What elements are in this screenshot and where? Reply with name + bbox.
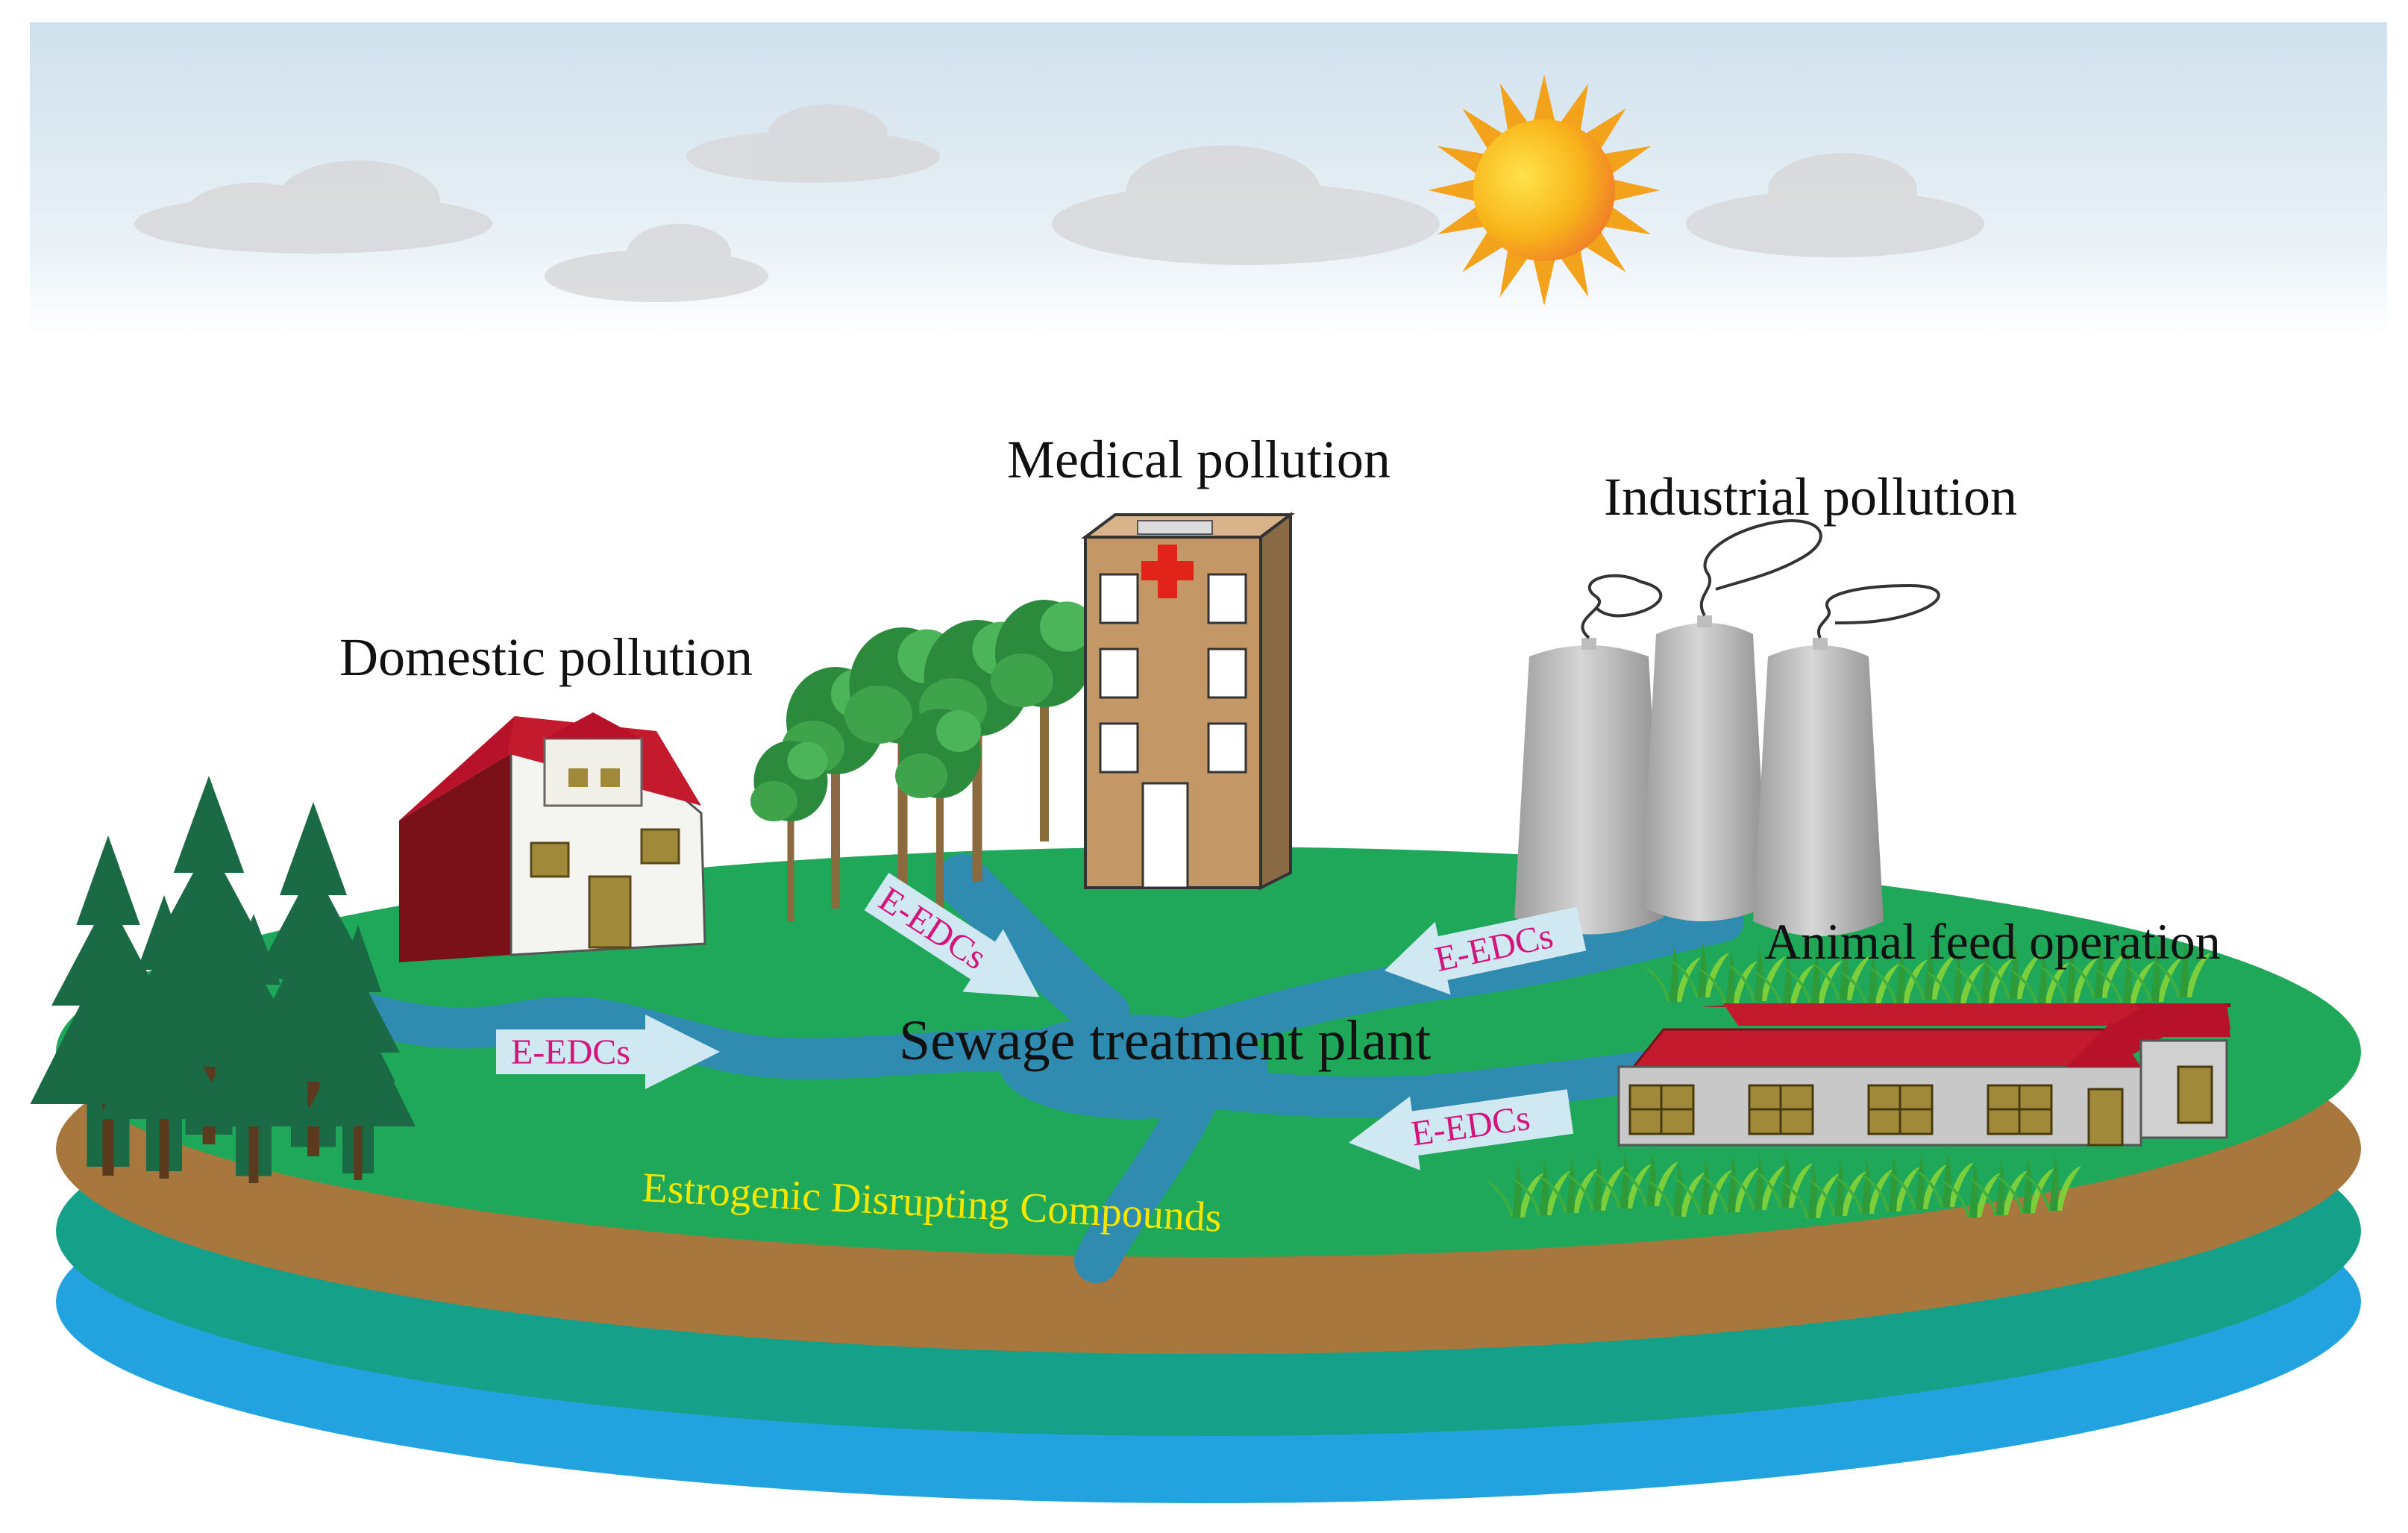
pine-tree-icon	[30, 776, 416, 1183]
label-industrial: Industrial pollution	[1604, 467, 2017, 527]
silo-icon	[1514, 615, 1884, 936]
sun-icon	[1429, 75, 1660, 306]
label-plant: Sewage treatment plant	[899, 1009, 1431, 1072]
label-animal: Animal feed operation	[1764, 913, 2221, 970]
smoke-icon	[1581, 519, 1940, 639]
arrow-label-domestic: E-EDCs	[511, 1032, 630, 1072]
label-medical: Medical pollution	[1007, 430, 1390, 489]
hospital-icon	[1081, 512, 1295, 891]
arrow-domestic: E-EDCs	[496, 1015, 720, 1089]
red-cross-icon	[1141, 545, 1194, 598]
house-icon	[399, 712, 706, 962]
cloud-icon	[134, 104, 1984, 302]
barn-icon	[1617, 1003, 2230, 1147]
label-domestic: Domestic pollution	[339, 627, 753, 687]
